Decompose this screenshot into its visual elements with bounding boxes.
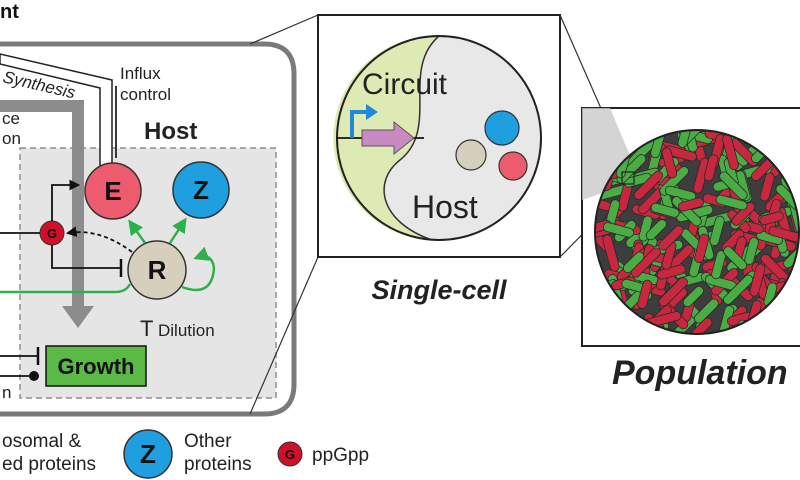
promoter-icon [350,110,368,138]
dilution-label: Dilution [158,321,215,340]
legend-item1-line2: ed proteins [2,454,96,475]
panel-title-fragment: nt [0,1,19,23]
host-panel: nt Host Synthesis ce on Influx control E… [0,1,297,417]
growth-label: Growth [58,354,135,379]
r-to-g-dashed-arrow [65,226,133,253]
influx-label-line1: Influx [120,64,161,83]
bacterium-cell [661,147,678,179]
partial-label-1: ce [2,109,20,128]
population-dish-outline [594,129,800,335]
single-cell-panel: Circuit Host Single-cell [317,14,561,305]
population-caption: Population [612,354,788,392]
bacterium-cell [622,251,645,274]
r-to-e-green-arrow [128,219,147,244]
node-r-label: R [148,255,167,285]
bacterium-cell [768,226,799,243]
node-r [127,240,187,300]
node-e-label: E [104,176,121,206]
bacterium-cell [723,274,754,305]
gene-arrow-icon [361,120,415,156]
node-g-label: G [47,226,57,241]
protein-e-dot [498,151,528,181]
host-dashed-border [19,147,277,399]
g-inhibits-r-line [51,245,120,269]
bacterium-cell [677,197,704,212]
bacterium-cell [658,225,684,251]
protein-r-dot [455,139,487,171]
bacterium-cell [645,219,667,241]
host-title: Host [144,118,197,145]
node-z [172,161,230,219]
partial-label-2: on [2,129,21,148]
bacterium-cell [711,250,727,280]
population-panel: Population [581,107,800,392]
promoter-arrowhead-icon [366,104,378,120]
legend-item2-line1: Other [184,431,232,452]
node-z-label: Z [193,175,209,205]
legend-item2-line2: proteins [184,454,252,475]
bacterium-cell [731,202,756,226]
influx-label-line2: control [120,85,171,104]
selected-cell-marker [621,171,635,185]
bacterium-cell [602,222,635,238]
bacterium-cell [693,298,719,324]
legend-z-symbol: Z [140,439,156,469]
legend: osomal & ed proteins Z Other proteins G … [2,429,369,479]
flux-arrow [0,100,94,328]
bacterium-cell [703,154,719,182]
cell-divider [383,35,440,241]
circuit-label: Circuit [362,68,448,101]
dilution-symbol: T [140,316,153,341]
zoom-line-top-1 [249,14,319,45]
bacterium-cell [633,170,664,201]
legend-g-symbol: G [285,447,295,462]
legend-z-icon [123,429,173,479]
partial-left-bottom: n [2,383,11,402]
protein-z-dot [484,110,520,146]
growth-input-dot [29,371,39,381]
bacterium-cell [723,246,748,271]
legend-item3-label: ppGpp [312,445,369,466]
cell-host-label: Host [412,189,478,225]
bacterium-cell [602,234,620,272]
bacterium-cell [744,237,759,265]
g-to-e-arrow [51,179,81,221]
host-panel-frame [0,41,297,417]
growth-box [45,345,147,387]
bacterium-cell [715,194,748,211]
r-to-z-green-arrow [168,217,187,244]
single-cell-caption: Single-cell [371,275,507,305]
bacterium-cell [759,172,775,202]
bacterium-cell [650,202,680,218]
bacterium-cell [658,277,688,307]
bacterium-cell [719,171,748,200]
legend-item1-line1: osomal & [2,431,82,452]
r-self-loop-arrow [181,246,216,292]
bacterium-cell [694,233,710,264]
legend-g-icon [277,441,303,467]
r-feedback-green-line [0,283,132,294]
bacterium-cell [637,279,653,309]
node-e [84,162,142,220]
bacterium-cell [759,211,784,226]
bacterium-cell [709,215,725,247]
zoom-line-bottom-1 [249,256,319,415]
bacterium-cell [682,285,704,308]
